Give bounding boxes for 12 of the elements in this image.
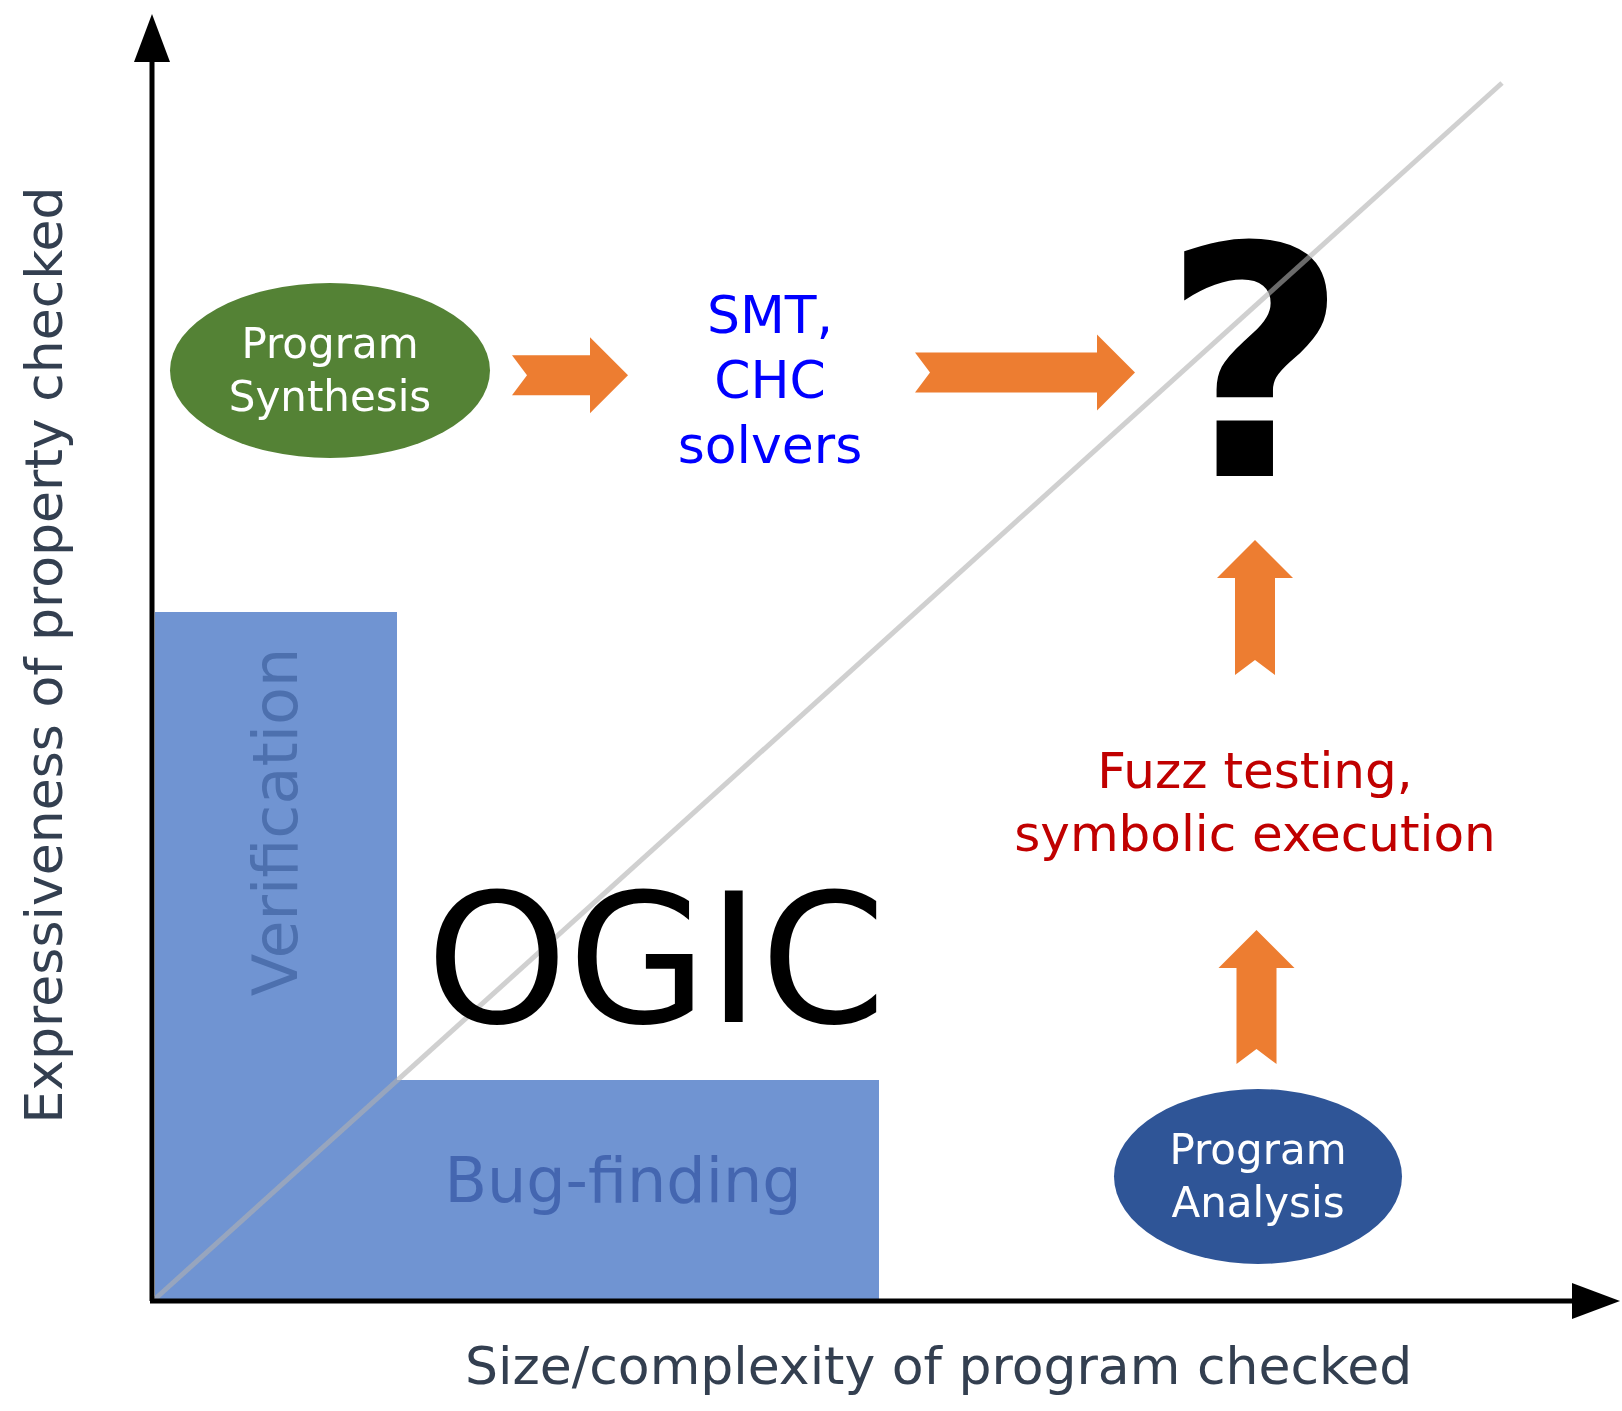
block-arrow [1218,930,1295,1064]
question-mark: ? [1160,215,1350,515]
process-ellipse: Program Analysis [1114,1089,1402,1264]
process-ellipse: Program Synthesis [170,283,490,458]
region-band [155,612,397,1299]
region-band [397,1080,879,1299]
block-arrow [915,334,1135,411]
node-text: SMT, CHC solvers [650,280,890,480]
block-arrow [1217,540,1293,675]
node-text: Fuzz testing, symbolic execution [985,700,1525,905]
title-text: OGIC [426,870,886,1050]
block-arrow [512,337,628,414]
